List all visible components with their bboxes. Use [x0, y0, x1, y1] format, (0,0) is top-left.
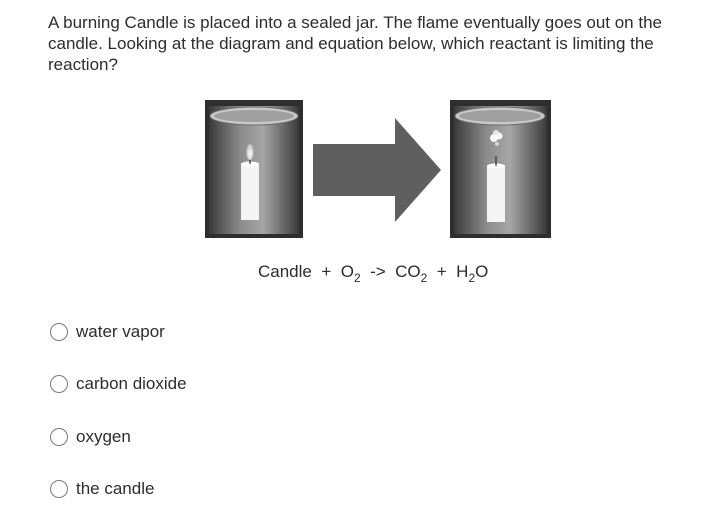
flame-icon: [246, 144, 254, 160]
smoke-icon: [490, 130, 503, 146]
equation-element-h: H: [456, 262, 469, 281]
question-text: A burning Candle is placed into a sealed…: [48, 13, 662, 74]
radio-button[interactable]: [50, 323, 68, 341]
answer-option-the-candle[interactable]: the candle: [50, 477, 154, 501]
equation-subscript: 2: [468, 271, 476, 285]
equation-reactant-oxygen: O: [340, 262, 354, 281]
answer-option-oxygen[interactable]: oxygen: [50, 425, 131, 449]
extinguished-jar-image: [450, 100, 551, 238]
equation-subscript: 2: [420, 271, 428, 285]
equation-reactant-candle: Candle: [258, 262, 312, 281]
candle-diagram: [205, 100, 551, 238]
answer-option-label: carbon dioxide: [76, 374, 187, 393]
answer-option-label: the candle: [76, 479, 155, 498]
answer-option-label: water vapor: [76, 322, 165, 341]
equation-plus: +: [321, 262, 332, 281]
answer-option-water-vapor[interactable]: water vapor: [50, 320, 165, 344]
equation-arrow: ->: [370, 262, 386, 281]
answer-option-label: oxygen: [76, 427, 131, 446]
answer-option-carbon-dioxide[interactable]: carbon dioxide: [50, 372, 187, 396]
burning-jar-image: [205, 100, 303, 238]
radio-button[interactable]: [50, 428, 68, 446]
equation-product-water: H2O: [456, 262, 489, 284]
equation-element-o: O: [475, 262, 489, 281]
right-arrow-icon: [313, 118, 441, 222]
radio-button[interactable]: [50, 375, 68, 393]
equation-subscript: 2: [353, 271, 361, 285]
chemical-equation: Candle + O2 -> CO2 + H2O: [258, 262, 489, 285]
equation-plus: +: [436, 262, 447, 281]
equation-product-co2: CO: [395, 262, 421, 281]
radio-button[interactable]: [50, 480, 68, 498]
